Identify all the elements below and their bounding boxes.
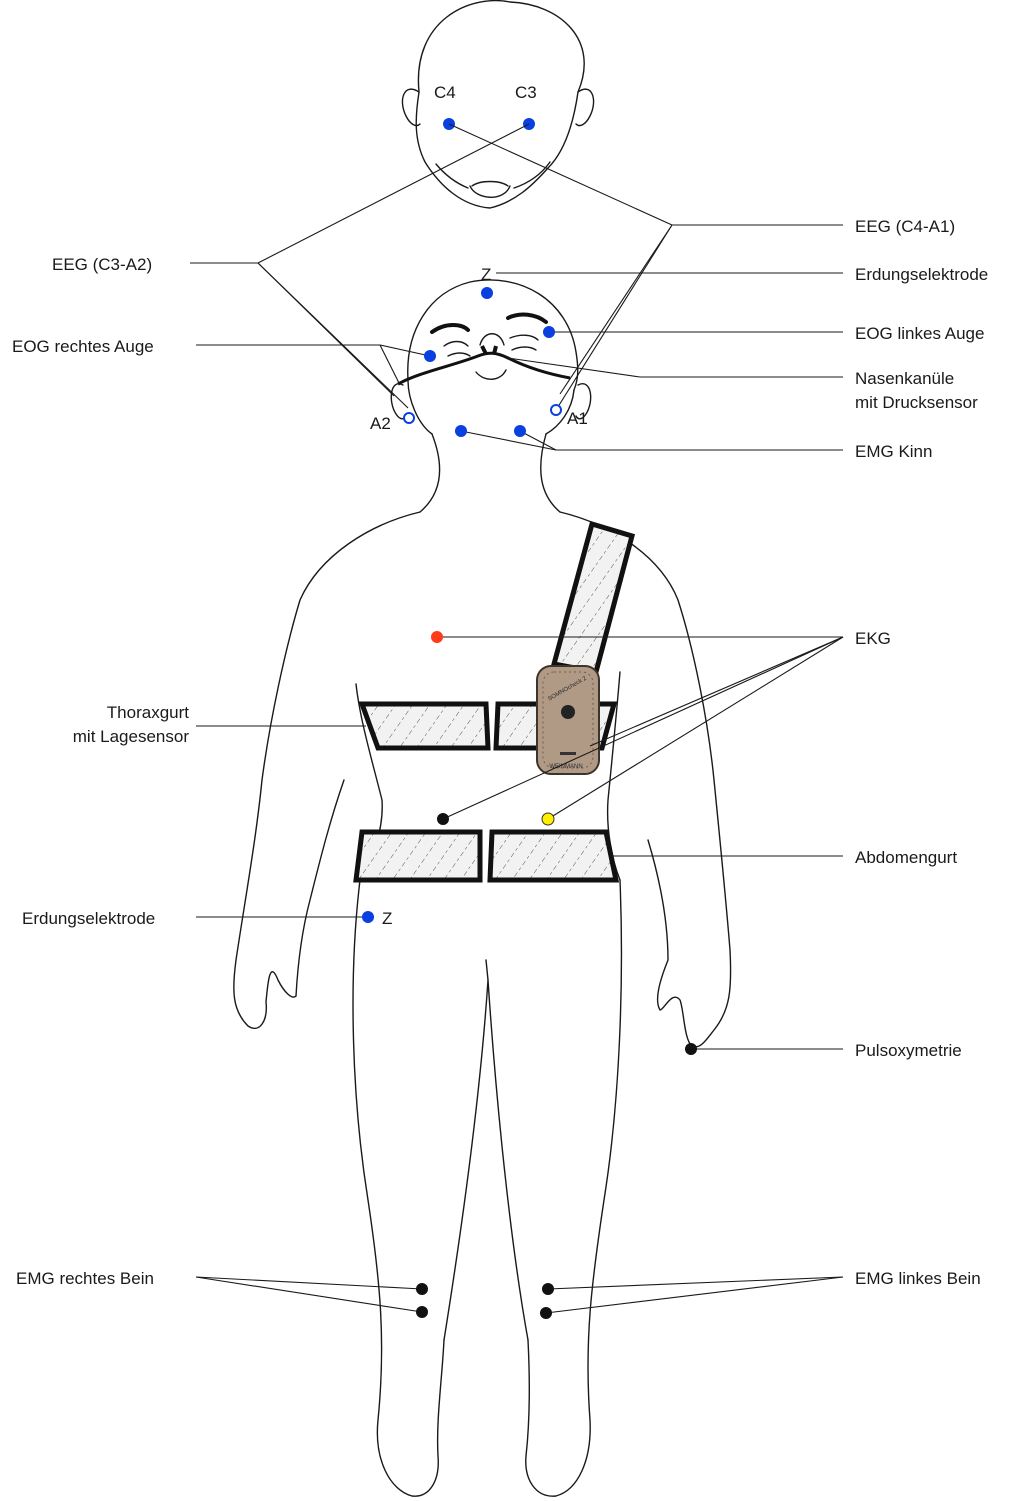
label-eeg-c4-a1: EEG (C4-A1): [855, 217, 955, 236]
label-erdungselektrode-bottom: Erdungselektrode: [22, 909, 155, 928]
label-abdomengurt: Abdomengurt: [855, 848, 957, 867]
ekg-electrode-black: [437, 813, 449, 825]
label-z-body: Z: [382, 909, 392, 928]
emg-left-leg-electrode-2: [540, 1307, 552, 1319]
label-ekg: EKG: [855, 629, 891, 648]
label-thoraxgurt-2: mit Lagesensor: [73, 727, 190, 746]
label-erdungselektrode-top: Erdungselektrode: [855, 265, 988, 284]
a1-electrode: [551, 405, 561, 415]
emg-right-leg-electrode-2: [416, 1306, 428, 1318]
label-nasenkanuele-2: mit Drucksensor: [855, 393, 978, 412]
label-emg-kinn: EMG Kinn: [855, 442, 932, 461]
label-thoraxgurt-1: Thoraxgurt: [107, 703, 189, 722]
label-pulsoxymetrie: Pulsoxymetrie: [855, 1041, 962, 1060]
label-eog-right: EOG rechtes Auge: [12, 337, 154, 356]
label-emg-left-leg: EMG linkes Bein: [855, 1269, 981, 1288]
emg-chin-electrode-2: [514, 425, 526, 437]
label-nasenkanuele-1: Nasenkanüle: [855, 369, 954, 388]
c4-label: C4: [434, 83, 456, 102]
ground-electrode-head: [481, 287, 493, 299]
c3-label: C3: [515, 83, 537, 102]
label-emg-right-leg: EMG rechtes Bein: [16, 1269, 154, 1288]
emg-left-leg-electrode-1: [542, 1283, 554, 1295]
label-a2: A2: [370, 414, 391, 433]
label-a1: A1: [567, 409, 588, 428]
abdomen-belt: [356, 832, 616, 880]
eog-right-electrode: [424, 350, 436, 362]
ekg-electrode-yellow: [542, 813, 554, 825]
device-brand: WEINMANN: [549, 764, 582, 770]
label-eeg-c3-a2: EEG (C3-A2): [52, 255, 152, 274]
a2-electrode: [404, 413, 414, 423]
pulsoximeter-sensor: [685, 1043, 697, 1055]
eog-left-electrode: [543, 326, 555, 338]
label-eog-left: EOG linkes Auge: [855, 324, 984, 343]
emg-chin-electrode-1: [455, 425, 467, 437]
shoulder-strap: [554, 524, 632, 672]
ekg-electrode-red: [431, 631, 443, 643]
body-outline: [234, 280, 731, 1496]
label-z-head: Z: [481, 265, 491, 284]
emg-right-leg-electrode-1: [416, 1283, 428, 1295]
ground-electrode-body: [362, 911, 374, 923]
somnocheck-device: WEINMANN SOMNOcheck 2: [537, 666, 599, 774]
